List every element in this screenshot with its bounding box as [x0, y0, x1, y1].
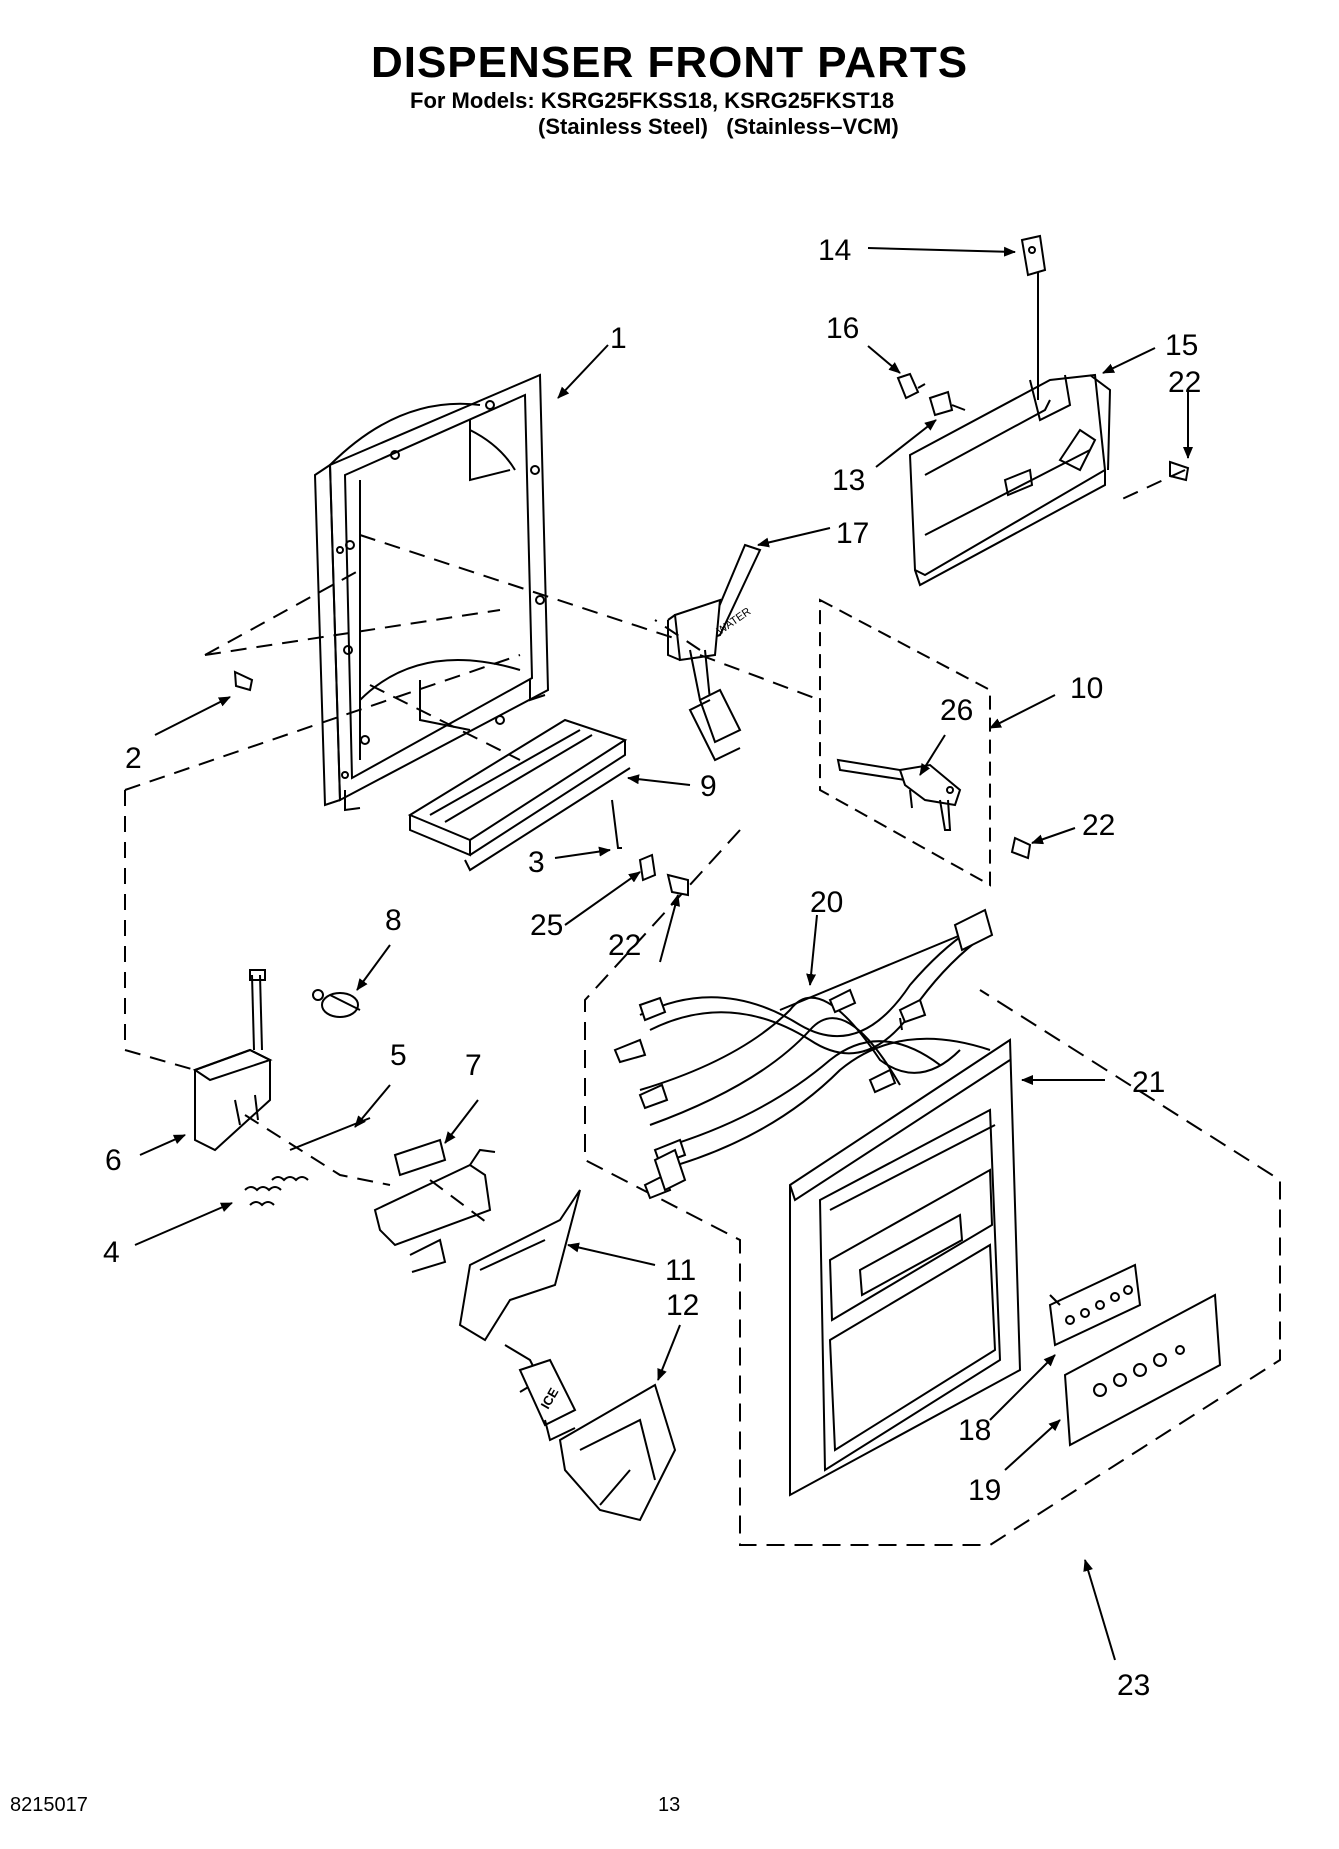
- callout-arrows: [134, 246, 1193, 1661]
- ice-chute: [558, 1383, 677, 1522]
- callout-6: 6: [105, 1144, 122, 1177]
- ice-dispenser-paddle: [458, 1189, 581, 1442]
- callout-9: 9: [700, 770, 717, 803]
- page-number: 13: [658, 1794, 681, 1816]
- auger-motor: [312, 989, 361, 1018]
- callout-1: 1: [610, 322, 627, 355]
- callout-3: 3: [528, 846, 545, 879]
- wire-harness: [613, 908, 994, 1200]
- callout-7: 7: [465, 1049, 482, 1082]
- callout-15: 15: [1165, 329, 1198, 362]
- drip-tray: [407, 718, 631, 872]
- finish-line: (Stainless Steel) (Stainless–VCM): [538, 114, 899, 139]
- water-dispenser-paddle: [667, 543, 762, 762]
- ice-door-actuator: [373, 1138, 496, 1273]
- callout-19: 19: [968, 1474, 1001, 1507]
- callout-13: 13: [832, 464, 865, 497]
- models-line: For Models: KSRG25FKSS18, KSRG25FKST18: [410, 88, 895, 113]
- springs: [244, 1176, 309, 1207]
- callout-20: 20: [810, 886, 843, 919]
- callout-14: 14: [818, 234, 851, 267]
- callout-22b: 22: [1082, 809, 1115, 842]
- callout-23: 23: [1117, 1669, 1150, 1702]
- callout-22a: 22: [1168, 366, 1201, 399]
- callout-18: 18: [958, 1414, 991, 1447]
- actuator-lever: [836, 758, 962, 831]
- light-switch: [1020, 234, 1047, 400]
- dispenser-housing: [313, 373, 550, 812]
- callout-11: 11: [665, 1254, 696, 1287]
- group-outline-23: [584, 829, 1281, 1546]
- callout-labels: 1 2 3 4 5 6 7 8 9 10 11 12 13 14 15 16 1…: [103, 234, 1201, 1702]
- callout-21: 21: [1132, 1066, 1165, 1099]
- assembly-guides: [124, 469, 1186, 1226]
- solenoid-motor: [192, 969, 273, 1152]
- callout-8: 8: [385, 904, 402, 937]
- callout-5: 5: [390, 1039, 407, 1072]
- callout-26: 26: [940, 694, 973, 727]
- document-number: 8215017: [10, 1794, 88, 1816]
- callout-12: 12: [666, 1289, 699, 1322]
- light-bulb: [896, 372, 926, 400]
- page-title: DISPENSER FRONT PARTS: [370, 38, 969, 87]
- callout-10: 10: [1070, 672, 1103, 705]
- spring-clip: [611, 799, 622, 849]
- control-overlay: [1063, 1293, 1222, 1447]
- callout-16: 16: [826, 312, 859, 345]
- clip-plate: [638, 853, 657, 882]
- control-board: [1048, 1263, 1142, 1347]
- callout-17: 17: [836, 517, 869, 550]
- callout-22c: 22: [608, 929, 641, 962]
- screw-icons: [233, 460, 1190, 897]
- callout-4: 4: [103, 1236, 120, 1269]
- light-housing: [908, 373, 1112, 587]
- group-outline-10: [819, 598, 991, 887]
- callout-25: 25: [530, 909, 563, 942]
- callout-2: 2: [125, 742, 142, 775]
- dispenser-front-panel: [789, 1038, 1022, 1497]
- light-socket: [928, 390, 966, 417]
